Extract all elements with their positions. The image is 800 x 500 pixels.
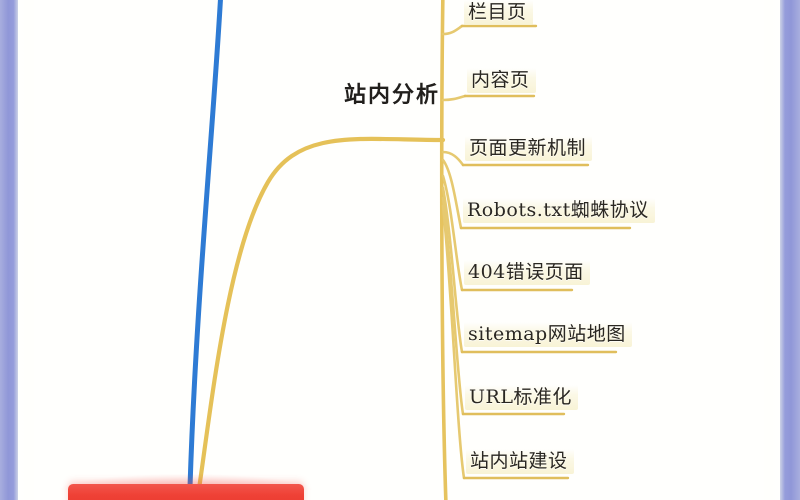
leaf-label-5[interactable]: sitemap网站地图 [464, 322, 632, 347]
main-branch-label[interactable]: 站内分析 [344, 83, 441, 108]
leaf-connectors [441, 24, 467, 480]
leaf-label-4[interactable]: 404错误页面 [464, 260, 590, 285]
page-edge-right [780, 0, 800, 500]
leaf-label-1[interactable]: 内容页 [467, 68, 536, 93]
root-node-bar[interactable] [68, 484, 304, 500]
leaf-label-7[interactable]: 站内站建设 [466, 449, 574, 474]
gold-spine [439, 0, 448, 500]
leaf-underlines [459, 24, 632, 480]
leaf-label-6[interactable]: URL标准化 [465, 385, 578, 410]
leaf-label-0[interactable]: 栏目页 [464, 0, 533, 25]
leaf-label-3[interactable]: Robots.txt蜘蛛协议 [463, 198, 655, 223]
page-edge-left [0, 0, 18, 500]
leaf-label-2[interactable]: 页面更新机制 [465, 136, 593, 161]
gold-main-branch [196, 136, 446, 492]
page-edge-left-fade [18, 0, 34, 500]
blue-branch-line [187, 0, 223, 490]
page-edge-left-fill [0, 0, 18, 500]
page-edge-right-fade [764, 0, 780, 500]
page-edge-right-fill [780, 0, 800, 500]
